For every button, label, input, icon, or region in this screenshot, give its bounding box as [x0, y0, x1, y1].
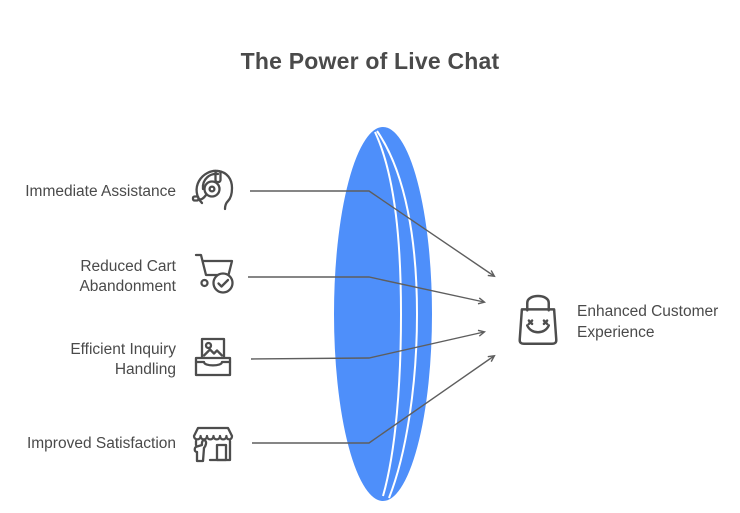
connector-line-improved-satisfaction — [252, 356, 494, 444]
item-label-improved-satisfaction: Improved Satisfaction — [26, 435, 176, 452]
result-label-enhanced-customer-experience: Enhanced Customer Experience — [577, 303, 719, 341]
inbox-image-icon — [194, 337, 232, 377]
storefront-thumbs-up-icon — [192, 426, 234, 463]
cart-check-icon — [194, 253, 234, 294]
connector-line-efficient-inquiry-handling — [250, 332, 484, 360]
headset-support-icon — [191, 169, 234, 211]
item-label-efficient-inquiry-handling: Efficient Inquiry Handling — [70, 341, 176, 378]
connector-line-immediate-assistance — [250, 190, 494, 276]
page-title: The Power of Live Chat — [240, 48, 500, 74]
lens-ellipse — [332, 125, 434, 503]
lens-rim-arc-inner — [374, 131, 403, 497]
item-label-immediate-assistance: Immediate Assistance — [25, 183, 176, 200]
item-label-reduced-cart-abandonment: Reduced Cart Abandonment — [79, 258, 176, 295]
connector-line-reduced-cart-abandonment — [248, 276, 484, 302]
lens-rim-arc-outer — [376, 130, 419, 499]
shopping-bag-smile-icon — [518, 294, 558, 345]
